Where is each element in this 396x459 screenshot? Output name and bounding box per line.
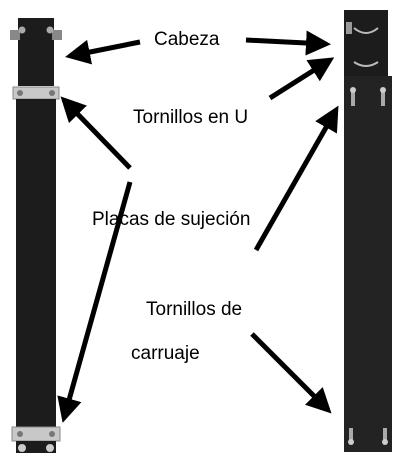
- label-carriage-bolts-line2: carruaje: [131, 343, 200, 364]
- arrow-head-right: [245, 30, 331, 56]
- label-head: Cabeza: [154, 29, 220, 50]
- label-clamp-plates: Placas de sujeción: [92, 209, 251, 230]
- right-strap: [344, 10, 392, 452]
- arrows: [57, 30, 339, 423]
- arrow-head-left: [65, 39, 141, 65]
- right-strap-body: [344, 76, 392, 452]
- left-strap-body: [16, 99, 56, 427]
- label-carriage-bolts-line1: Tornillos de: [146, 299, 243, 320]
- arrow-carriage-bolts-right: [250, 332, 332, 414]
- arrow-u-bolts-right: [268, 57, 335, 101]
- arrow-clamp-plates-left-top: [60, 96, 132, 170]
- arrow-clamp-plates-right: [253, 105, 339, 252]
- label-u-bolts: Tornillos en U: [133, 107, 249, 128]
- arrow-clamp-plates-left-bottom: [57, 181, 133, 423]
- left-strap: [10, 18, 62, 453]
